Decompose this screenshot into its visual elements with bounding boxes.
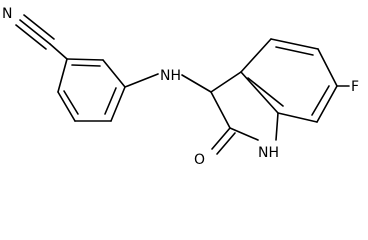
benzonitrile-ring bbox=[49, 43, 126, 122]
amine-label: NH bbox=[160, 68, 181, 84]
amine-linker bbox=[124, 73, 212, 93]
ring-nh-label: NH bbox=[258, 145, 279, 161]
fluorine-label: F bbox=[351, 79, 359, 95]
indolinone-core bbox=[210, 38, 350, 155]
nitrile-nitrogen-label: N bbox=[2, 6, 12, 22]
nitrile-bond bbox=[15, 14, 55, 50]
structure-canvas: N NH F O NH bbox=[2, 6, 360, 166]
molecule-diagram: N NH F O NH bbox=[2, 6, 359, 166]
carbonyl-oxygen-label: O bbox=[194, 152, 205, 166]
